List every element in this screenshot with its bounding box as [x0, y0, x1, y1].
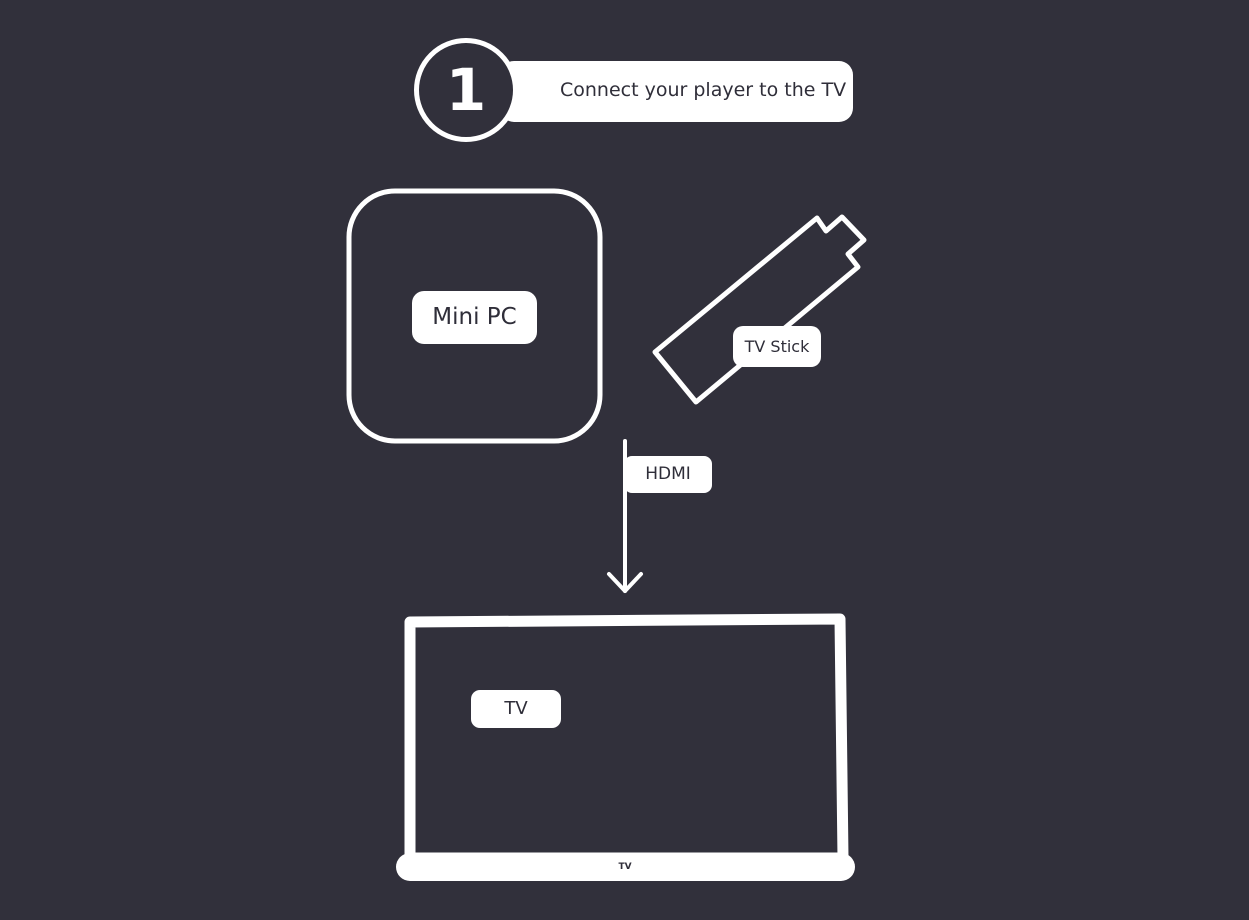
tv-screen-label: TV [471, 690, 561, 728]
tv-base-label: TV [618, 862, 632, 872]
tv-base [396, 853, 855, 881]
mini-pc-label: Mini PC [412, 291, 537, 344]
step-title-pill: Connect your player to the TV [500, 61, 853, 122]
step-number-badge: 1 [414, 38, 518, 142]
hdmi-label: HDMI [624, 456, 712, 493]
step-title: Connect your player to the TV [560, 79, 847, 101]
tv-stick-icon [652, 214, 867, 405]
tv-stick-label: TV Stick [733, 326, 821, 367]
mini-pc-icon [346, 188, 603, 444]
tv-icon [396, 613, 855, 881]
